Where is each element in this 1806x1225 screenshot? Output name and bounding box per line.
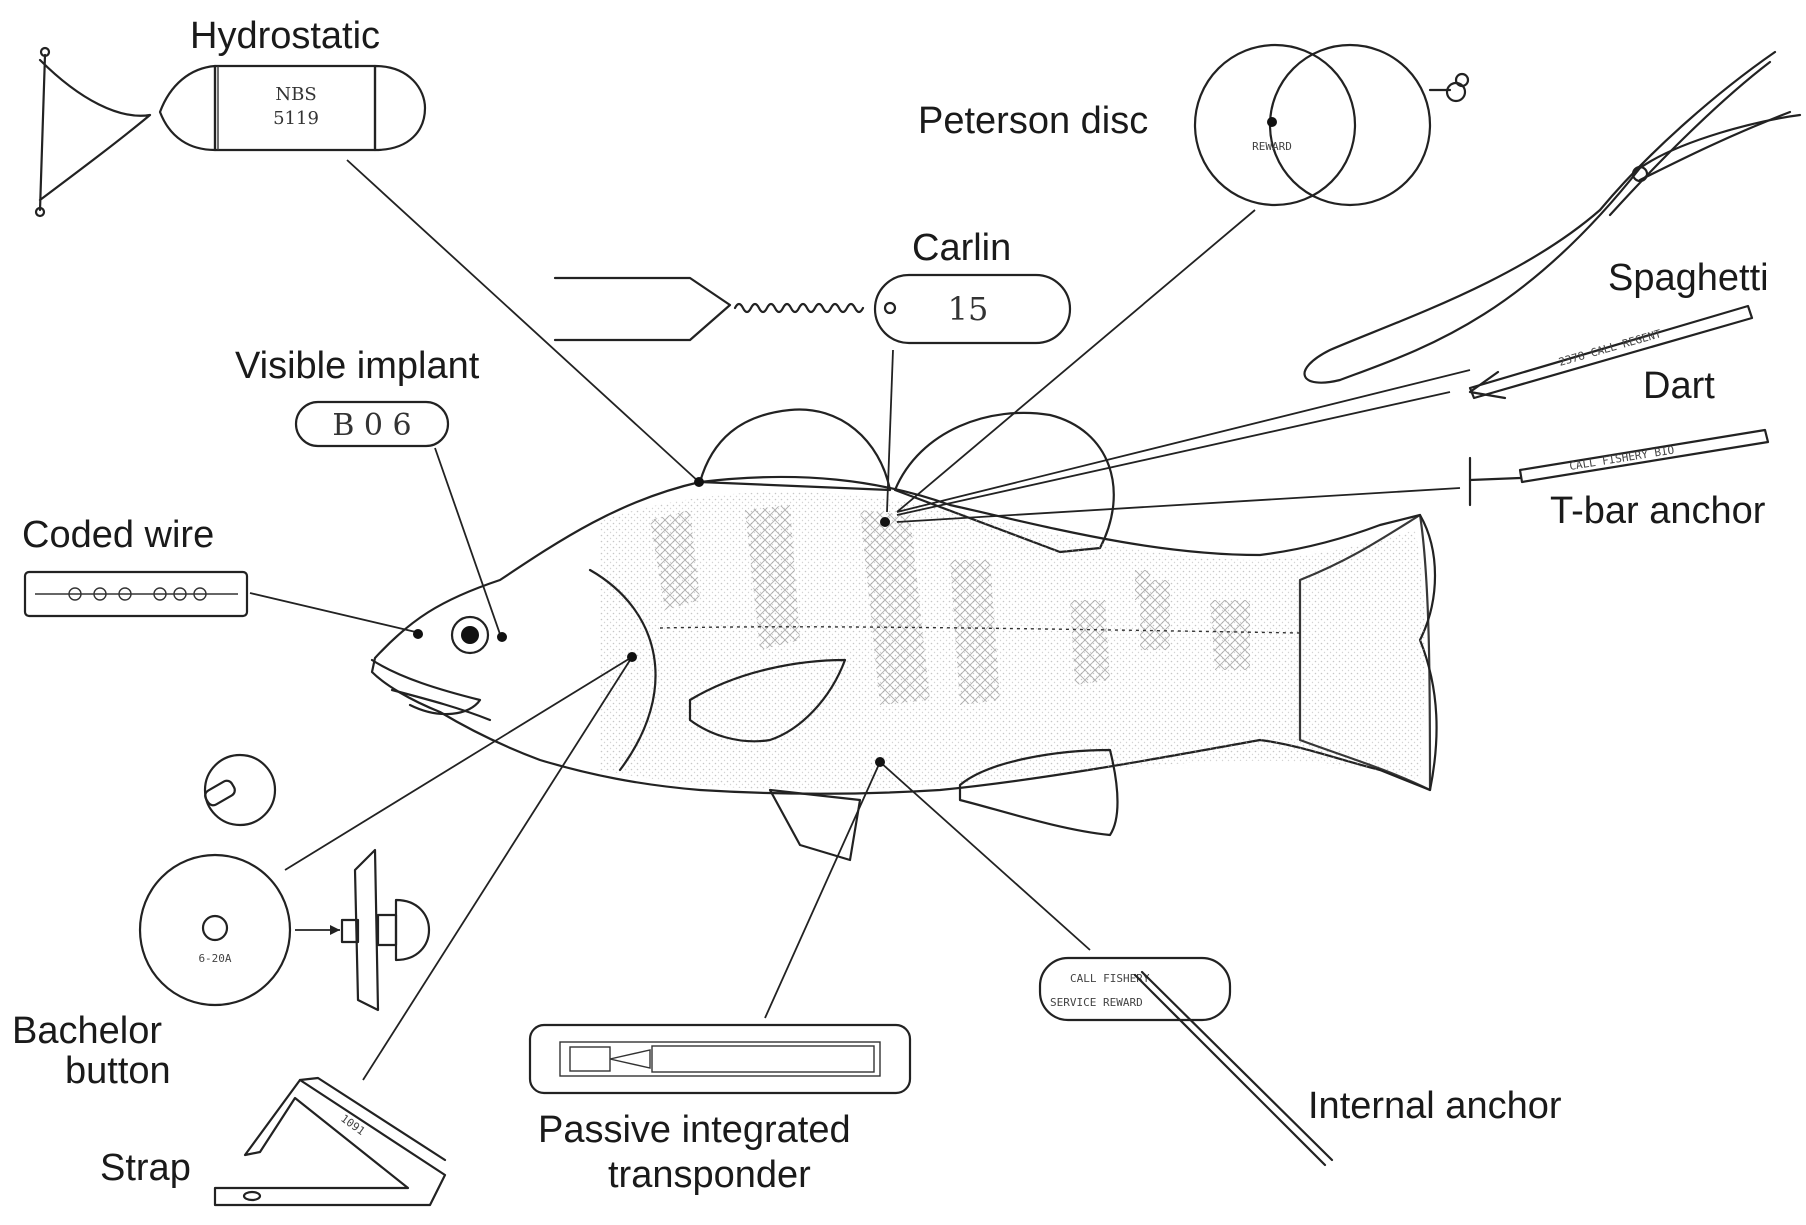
visible-implant-code: B 0 6 [332,408,411,443]
strap-tag: 1091 [215,1078,445,1205]
label-carlin: Carlin [912,227,1011,269]
visible-implant-tag: B 0 6 [296,402,448,446]
label-visible-implant: Visible implant [235,345,480,387]
carlin-tag-number: 15 [948,290,989,328]
bachelor-button-tag: 6-20A [140,755,429,1010]
internal-anchor-text-line2: SERVICE REWARD [1050,996,1143,1009]
spaghetti-tag [1305,52,1800,383]
label-t-bar-anchor: T-bar anchor [1550,490,1766,532]
label-strap: Strap [100,1147,191,1189]
label-bachelor-button-line2: button [65,1050,171,1092]
bachelor-button-code: 6-20A [198,952,231,965]
label-bachelor-button-line1: Bachelor [12,1010,162,1052]
carlin-tag: 15 [555,275,1070,343]
fish [372,410,1437,860]
label-peterson-disc: Peterson disc [918,100,1148,142]
label-dart: Dart [1643,365,1715,407]
internal-anchor-tag: CALL FISHERY SERVICE REWARD [1040,958,1332,1165]
label-hydrostatic: Hydrostatic [190,15,380,57]
t-bar-tag-text: CALL FISHERY BIO [1568,444,1675,473]
label-pit-line2: transponder [608,1154,811,1196]
label-coded-wire: Coded wire [22,514,214,556]
label-pit-line1: Passive integrated [538,1109,851,1151]
pit-tag [530,1025,910,1093]
coded-wire-tag [25,572,247,616]
label-internal-anchor: Internal anchor [1308,1085,1562,1127]
hydrostatic-tag-code-line2: 5119 [273,108,319,129]
strap-tag-code: 1091 [338,1112,367,1138]
hydrostatic-tag: NBS 5119 [36,48,425,216]
peterson-disc-tag: REWARD [1195,45,1468,205]
pelvic-fin [770,790,860,860]
peterson-disc-text: REWARD [1252,140,1292,153]
label-spaghetti: Spaghetti [1608,257,1769,299]
hydrostatic-tag-code-line1: NBS [275,84,316,105]
